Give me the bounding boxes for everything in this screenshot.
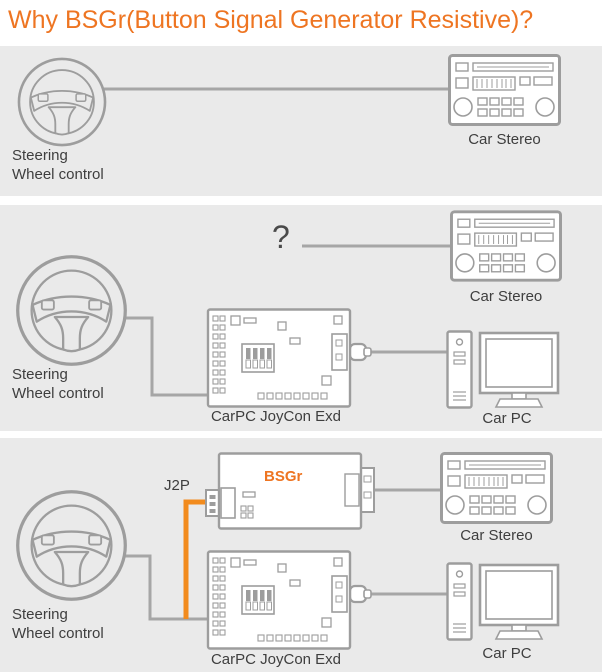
joycon-board-label: CarPC JoyCon Exd <box>210 408 342 425</box>
car-stereo-label: Car Stereo <box>469 288 543 305</box>
steering-wheel-label: Steering Wheel control <box>12 605 104 643</box>
steering-wheel-label: Steering Wheel control <box>12 146 104 184</box>
car-stereo-icon <box>448 54 561 126</box>
steering-label-line2: Wheel control <box>12 385 104 402</box>
steering-label-line2: Wheel control <box>12 166 104 183</box>
steering-label-line1: Steering <box>12 366 68 383</box>
steering-label-line1: Steering <box>12 606 68 623</box>
panel-carpc-with-bsgr: J2P BSGr Steering Wheel control Car Ster… <box>0 438 602 672</box>
wire-wheel-to-joycon <box>118 316 214 397</box>
panel-direct-connection: Steering Wheel control Car Stereo <box>0 46 602 196</box>
j2p-label: J2P <box>164 477 190 494</box>
car-stereo-label: Car Stereo <box>460 527 533 544</box>
steering-wheel-label: Steering Wheel control <box>12 365 104 403</box>
steering-wheel-icon <box>16 255 127 366</box>
scene-carpc-with-bsgr <box>16 452 560 650</box>
carpc-joycon-board-icon <box>206 308 373 408</box>
car-stereo-label: Car Stereo <box>468 131 541 148</box>
steering-wheel-icon <box>16 490 127 601</box>
car-pc-label: Car PC <box>482 410 532 427</box>
wire-wheel-to-joycon <box>118 554 214 621</box>
bsgr-label: BSGr <box>264 468 303 485</box>
car-pc-icon <box>446 562 560 641</box>
car-stereo-icon <box>450 210 562 282</box>
car-stereo-icon <box>440 452 553 524</box>
steering-wheel-icon <box>17 57 107 147</box>
bsgr-board-icon <box>205 452 375 530</box>
scene-direct-connection <box>17 54 561 147</box>
scene-carpc-without-bsgr <box>16 210 562 409</box>
steering-label-line1: Steering <box>12 147 68 164</box>
panel-carpc-without-bsgr: ? Steering Wheel control Car Stereo CarP… <box>0 205 602 431</box>
carpc-joycon-board-icon <box>206 550 373 650</box>
steering-label-line2: Wheel control <box>12 625 104 642</box>
car-pc-label: Car PC <box>482 645 532 662</box>
page-title: Why BSGr(Button Signal Generator Resisti… <box>8 6 534 34</box>
car-pc-icon <box>446 330 560 409</box>
joycon-board-label: CarPC JoyCon Exd <box>210 651 342 668</box>
question-mark: ? <box>272 219 290 255</box>
